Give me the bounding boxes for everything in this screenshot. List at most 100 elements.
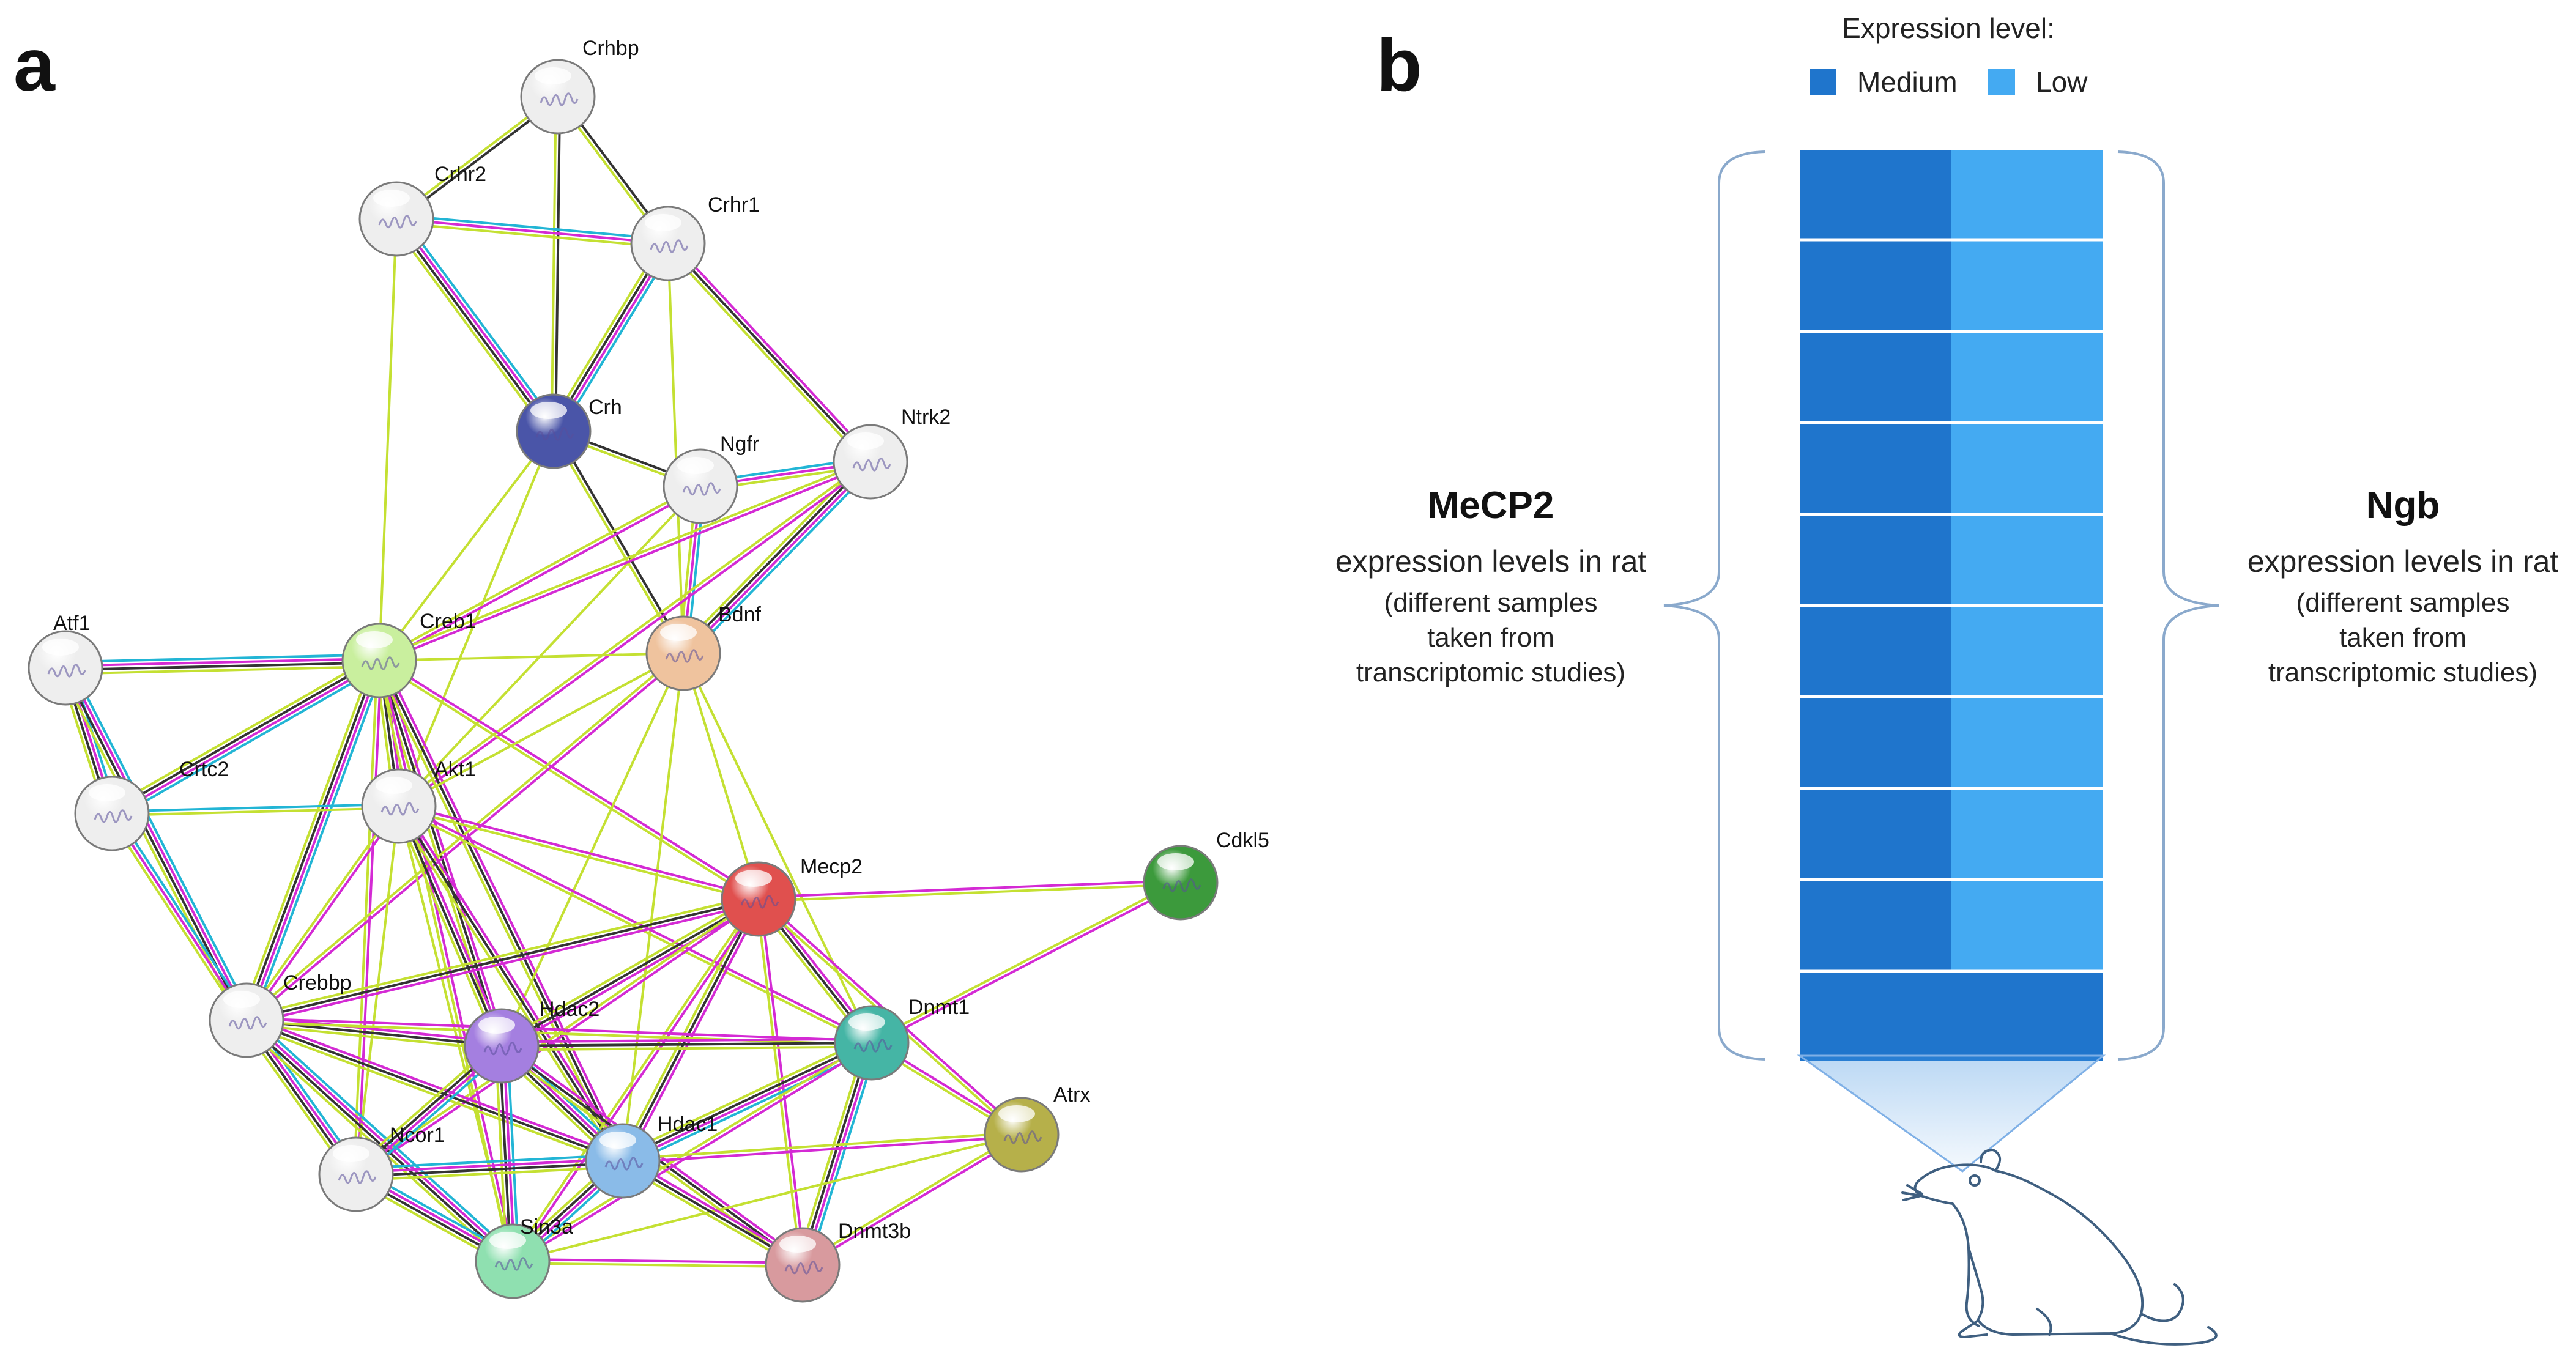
node-highlight xyxy=(847,432,884,450)
edge-evidence-line xyxy=(379,658,760,898)
edge-hdac2-dnmt1 xyxy=(501,1037,872,1051)
edge-evidence-line xyxy=(378,660,624,1161)
protein-structure-icon xyxy=(665,649,704,663)
edge-evidence-line xyxy=(247,902,760,1026)
left-line-1: expression levels in rat xyxy=(1335,544,1647,579)
node-label: Akt1 xyxy=(434,758,476,781)
node-highlight xyxy=(599,1132,636,1149)
edge-sin3a-dnmt3b xyxy=(512,1258,803,1269)
edge-evidence-line xyxy=(246,1023,502,1051)
node-ntrk2[interactable]: Ntrk2 xyxy=(833,406,951,500)
expression-heatmap xyxy=(1800,150,2103,1061)
heatmap-cell-r10-mecp2 xyxy=(1800,973,1951,1061)
heatmap-cell-r4-ngb xyxy=(1951,424,2103,513)
edge-evidence-line xyxy=(621,1040,872,1160)
panel-b-label: b xyxy=(1376,23,1422,106)
left-gene-name: MeCP2 xyxy=(1428,484,1554,527)
edge-evidence-line xyxy=(245,1023,622,1166)
edge-evidence-line xyxy=(378,459,870,660)
node-creb1[interactable]: Creb1 xyxy=(341,610,477,698)
node-crtc2[interactable]: Crtc2 xyxy=(74,758,229,851)
protein-structure-icon xyxy=(361,656,400,670)
node-dnmt3b[interactable]: Dnmt3b xyxy=(765,1220,911,1303)
node-highlight xyxy=(356,631,393,648)
protein-structure-icon xyxy=(853,1039,893,1053)
node-label: Dnmt3b xyxy=(838,1220,911,1243)
panel-b-expression: b Expression level: Medium Low MeCP2 exp… xyxy=(1335,12,2558,1346)
edge-evidence-line xyxy=(111,802,399,813)
edge-evidence-line xyxy=(250,1015,518,1258)
edge-evidence-line xyxy=(398,806,503,1047)
edge-evidence-line xyxy=(398,485,702,807)
expression-legend: Expression level: Medium Low xyxy=(1810,12,2088,98)
node-crhr2[interactable]: Crhr2 xyxy=(358,163,486,257)
edge-evidence-line xyxy=(681,459,870,653)
edge-evidence-line xyxy=(65,657,379,667)
protein-structure-icon xyxy=(228,1016,267,1030)
rat-illustration xyxy=(1901,1149,2218,1346)
edge-atrx-sin3a xyxy=(512,1133,1022,1262)
edge-evidence-line xyxy=(503,901,762,1051)
node-bdnf[interactable]: Bdnf xyxy=(645,603,761,691)
node-crhr1[interactable]: Crhr1 xyxy=(630,193,760,281)
node-label: Atrx xyxy=(1053,1083,1090,1106)
node-label: Crhbp xyxy=(582,37,639,60)
right-line-3: taken from xyxy=(2339,623,2467,653)
node-mecp2[interactable]: Mecp2 xyxy=(721,855,863,937)
edge-evidence-line xyxy=(622,653,685,1161)
edge-evidence-line xyxy=(356,1165,623,1182)
edge-akt1-sin3a xyxy=(398,806,514,1262)
edge-evidence-line xyxy=(870,880,1181,1042)
edge-evidence-line xyxy=(513,1258,803,1264)
edge-akt1-crebbp xyxy=(243,804,402,1023)
node-hdac2[interactable]: Hdac2 xyxy=(464,998,599,1084)
edge-evidence-line xyxy=(243,659,379,1020)
node-dnmt1[interactable]: Dnmt1 xyxy=(834,996,970,1081)
node-akt1[interactable]: Akt1 xyxy=(361,758,476,844)
edge-crhr2-crh xyxy=(390,215,560,435)
heatmap-cell-r5-ngb xyxy=(1951,516,2103,604)
node-ncor1[interactable]: Ncor1 xyxy=(318,1124,445,1212)
node-sin3a[interactable]: Sin3a xyxy=(475,1215,573,1299)
protein-structure-icon xyxy=(1162,878,1201,892)
node-atrx[interactable]: Atrx xyxy=(984,1083,1090,1173)
node-label: Ncor1 xyxy=(390,1124,445,1147)
node-crh[interactable]: Crh xyxy=(516,393,622,469)
edge-evidence-line xyxy=(394,807,499,1048)
node-highlight xyxy=(645,214,681,231)
edge-evidence-line xyxy=(670,240,875,460)
edge-ngfr-creb1 xyxy=(377,483,702,664)
node-label: Hdac1 xyxy=(658,1113,718,1136)
node-highlight xyxy=(373,190,410,207)
node-label: Sin3a xyxy=(520,1215,573,1239)
node-atf1[interactable]: Atf1 xyxy=(28,612,103,706)
node-crebbp[interactable]: Crebbp xyxy=(209,971,352,1058)
edge-evidence-line xyxy=(511,1040,872,1261)
edge-evidence-line xyxy=(801,1132,1022,1264)
node-cdkl5[interactable]: Cdkl5 xyxy=(1143,829,1269,921)
edge-evidence-line xyxy=(355,1154,623,1170)
edge-evidence-line xyxy=(65,661,380,672)
edge-evidence-line xyxy=(622,898,760,1161)
edge-evidence-line xyxy=(247,1018,515,1261)
protein-structure-icon xyxy=(494,1257,533,1271)
edge-ngfr-akt1 xyxy=(398,485,702,807)
node-label: Crhr1 xyxy=(708,193,760,217)
edge-evidence-line xyxy=(500,653,685,1047)
node-highlight xyxy=(89,784,125,801)
edge-atf1-crebbp xyxy=(59,664,253,1024)
edge-crebbp-dnmt1 xyxy=(246,1017,872,1047)
edge-bdnf-mecp2 xyxy=(682,653,760,900)
edge-creb1-crebbp xyxy=(239,658,387,1023)
node-ngfr[interactable]: Ngfr xyxy=(663,432,759,524)
heatmap-cell-r10-ngb xyxy=(1951,973,2103,1061)
node-label: Crebbp xyxy=(283,971,352,995)
node-label: Creb1 xyxy=(420,610,477,633)
edge-creb1-mecp2 xyxy=(377,658,760,902)
edge-evidence-line xyxy=(683,462,873,656)
node-hdac1[interactable]: Hdac1 xyxy=(585,1113,718,1199)
node-crhbp[interactable]: Crhbp xyxy=(520,37,639,135)
heatmap-cell-r4-mecp2 xyxy=(1800,424,1951,513)
edge-evidence-line xyxy=(398,806,514,1262)
edge-mecp2-crebbp xyxy=(245,894,760,1026)
